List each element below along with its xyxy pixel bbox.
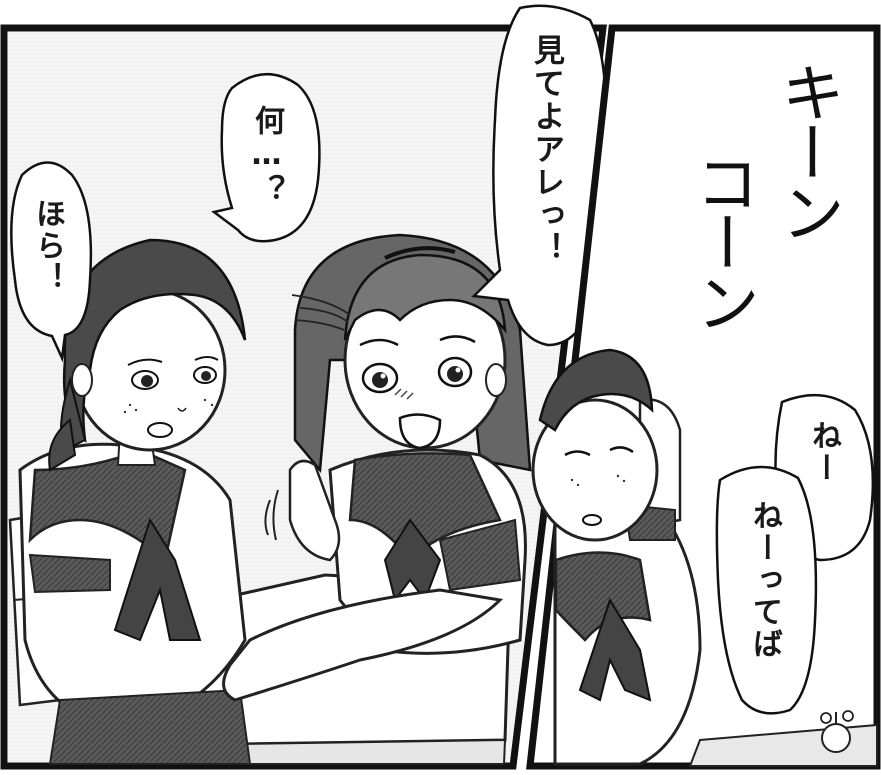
speech-bubble-nani bbox=[211, 72, 321, 243]
right-panel bbox=[526, 24, 881, 770]
speech-text-mite: 見てよアレっ！ bbox=[528, 34, 564, 265]
speech-text-neette: ねーってば bbox=[747, 500, 782, 660]
left-panel bbox=[0, 4, 608, 770]
girl-short-hair bbox=[18, 238, 252, 765]
sfx-koon: コーン bbox=[685, 150, 759, 330]
toy-figure bbox=[820, 710, 854, 753]
speech-text-nani: 何…？ bbox=[249, 105, 284, 206]
speech-text-hora: ほら！ bbox=[30, 198, 65, 294]
speech-text-nee: ねー bbox=[806, 420, 841, 484]
sfx-kiin: キーン bbox=[770, 60, 844, 240]
speech-bubble-mite bbox=[471, 4, 608, 347]
speech-bubble-hora bbox=[10, 161, 93, 363]
speech-bubble-nee bbox=[715, 393, 875, 715]
girl-resting bbox=[531, 348, 878, 767]
girl-long-hair bbox=[222, 233, 532, 702]
